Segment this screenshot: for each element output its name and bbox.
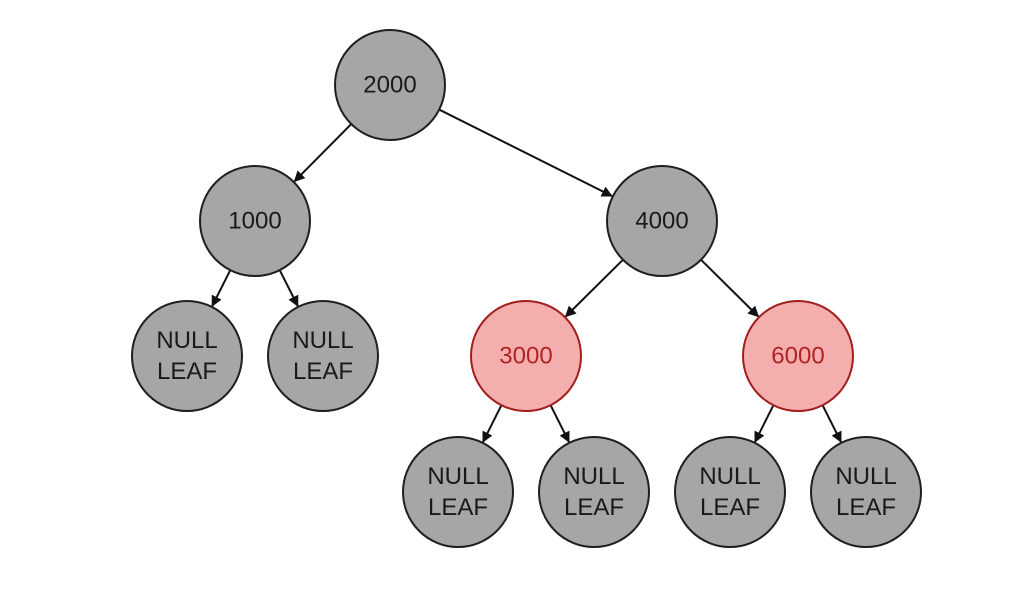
- edges-layer: [211, 107, 842, 443]
- edge-n4000-to-n3000: [564, 257, 626, 318]
- black-node-circle: [538, 436, 650, 548]
- edge-n3000-to-n3000-left-null: [482, 402, 504, 443]
- node-n1000-left-null: NULL LEAF: [131, 300, 243, 412]
- node-label: 6000: [771, 343, 824, 370]
- edge-n4000-to-n6000: [698, 257, 760, 318]
- node-label: 3000: [499, 343, 552, 370]
- node-label: LEAF: [293, 358, 353, 385]
- black-node-circle: [606, 165, 718, 277]
- node-n6000: 6000: [742, 300, 854, 412]
- node-label: LEAF: [157, 358, 217, 385]
- node-label: LEAF: [428, 494, 488, 521]
- node-n1000: 1000: [199, 165, 311, 277]
- node-n6000-right-null: NULL LEAF: [810, 436, 922, 548]
- black-node-circle: [810, 436, 922, 548]
- node-n2000: 2000: [334, 29, 446, 141]
- edge-n2000-to-n1000: [293, 121, 354, 183]
- node-label: 1000: [228, 208, 281, 235]
- black-node-circle: [334, 29, 446, 141]
- node-label: NULL: [563, 463, 624, 490]
- node-label: 4000: [635, 208, 688, 235]
- node-n3000-left-null: NULL LEAF: [402, 436, 514, 548]
- black-node-circle: [674, 436, 786, 548]
- black-node-circle: [199, 165, 311, 277]
- node-label: NULL: [156, 327, 217, 354]
- node-n3000-right-null: NULL LEAF: [538, 436, 650, 548]
- black-node-circle: [267, 300, 379, 412]
- edge-n3000-to-n3000-right-null: [548, 402, 570, 443]
- edge-n1000-to-n1000-right-null: [277, 267, 299, 307]
- node-label: NULL: [427, 463, 488, 490]
- node-label: NULL: [699, 463, 760, 490]
- black-node-circle: [131, 300, 243, 412]
- node-n4000: 4000: [606, 165, 718, 277]
- node-label: LEAF: [836, 494, 896, 521]
- edge-n2000-to-n4000: [436, 107, 613, 197]
- red-node-circle: [470, 300, 582, 412]
- node-label: LEAF: [700, 494, 760, 521]
- node-label: NULL: [292, 327, 353, 354]
- node-label: LEAF: [564, 494, 624, 521]
- node-n1000-right-null: NULL LEAF: [267, 300, 379, 412]
- edge-n6000-to-n6000-left-null: [754, 402, 776, 443]
- red-node-circle: [742, 300, 854, 412]
- node-n3000: 3000: [470, 300, 582, 412]
- node-label: NULL: [835, 463, 896, 490]
- black-node-circle: [402, 436, 514, 548]
- node-label: 2000: [363, 72, 416, 99]
- node-n6000-left-null: NULL LEAF: [674, 436, 786, 548]
- edge-n6000-to-n6000-right-null: [820, 402, 842, 443]
- edge-n1000-to-n1000-left-null: [211, 267, 233, 307]
